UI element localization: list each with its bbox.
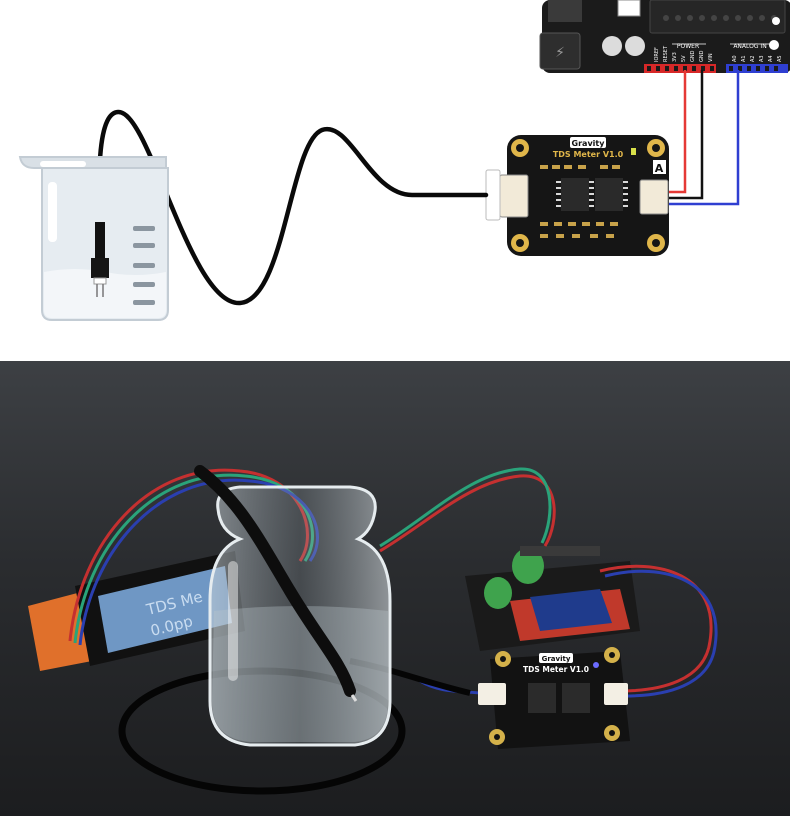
pin-label-gnd-1: GND [690,50,696,62]
svg-text:⚡: ⚡ [555,45,565,61]
pin-label-vin: VIN [708,53,714,62]
analog-header-label: ANALOG IN [733,43,766,50]
probe-cable [96,109,489,306]
pin-label-a0: A0 [732,55,738,62]
signal-connector [639,179,669,215]
arduino-board: ⚡ POWER ANALOG IN IOREF RESET 3V3 5V GND… [539,0,790,73]
pin-label-gnd-2: GND [699,50,705,62]
wire-blue [664,70,740,206]
pin-label-reset: RESET [663,45,669,62]
tds-probe [91,222,109,297]
module-name-label: TDS Meter V1.0 [553,150,624,159]
wire-red [664,70,687,194]
pin-label-a5: A5 [777,55,783,62]
photo-module-brand: Gravity [542,655,571,663]
product-photo: TDS Me 0.0pp Gravity TDS Meter V1.0 [0,361,790,816]
wire-black [664,70,704,200]
probe-connector [499,174,529,218]
pin-label-a2: A2 [750,55,756,62]
pin-label-ioref: IOREF [654,47,660,62]
photo-lcd: TDS Me 0.0pp [28,551,245,671]
port-label-a: A [655,162,664,175]
photo-tds-module: Gravity TDS Meter V1.0 [478,647,630,749]
pin-label-5v: 5V [681,55,687,62]
pin-label-a4: A4 [768,55,774,62]
wires [664,70,740,206]
photo-arduino-shield [465,546,640,651]
pin-label-a1: A1 [741,55,747,62]
pin-label-3v3: 3V3 [672,52,678,62]
module-brand-label: Gravity [572,139,606,148]
beaker [18,156,169,321]
photo-glass-jar [194,465,392,747]
power-header-strip [644,64,716,73]
photo-probe [194,465,356,697]
power-header-label: POWER [677,43,699,50]
gravity-logo [570,137,606,148]
tds-meter-module: Gravity TDS Meter V1.0 A [485,135,669,256]
pin-label-a3: A3 [759,55,765,62]
photo-module-name: TDS Meter V1.0 [523,665,589,674]
wiring-diagram: ⚡ POWER ANALOG IN IOREF RESET 3V3 5V GND… [0,0,790,345]
